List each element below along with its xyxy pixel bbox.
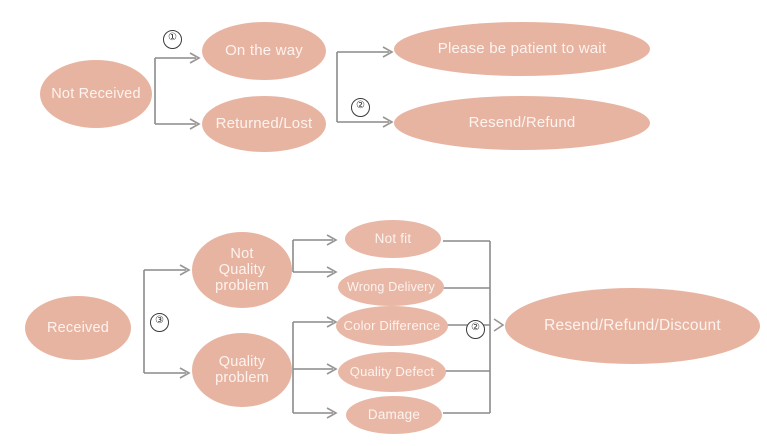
node-color-difference[interactable]: Color Difference [336,306,448,346]
top-arrow-returned-lost [189,118,201,130]
node-color-difference-label: Color Difference [343,317,441,333]
node-resend-refund[interactable]: Resend/Refund [394,96,650,150]
node-resend-refund-discount[interactable]: Resend/Refund/Discount [505,288,760,364]
node-on-the-way[interactable]: On the way [202,22,326,80]
arrow-wrong-delivery [326,266,338,278]
node-damage-label: Damage [367,407,421,423]
node-wrong-delivery-label: Wrong Delivery [346,280,435,294]
node-not-quality-problem[interactable]: Not Quality problem [192,232,292,308]
node-not-received-label: Not Received [51,85,141,102]
bottom-arrow-not-quality [179,264,191,276]
node-received-label: Received [46,319,110,336]
arrow-damage [326,407,338,419]
node-damage[interactable]: Damage [346,396,442,434]
node-please-be-patient-to-wait[interactable]: Please be patient to wait [394,22,650,76]
node-quality-defect[interactable]: Quality Defect [338,352,446,392]
node-not-quality-problem-label: Not Quality problem [215,245,269,295]
top-arrow-on-the-way [189,52,201,64]
node-quality-problem-label: Quality problem [215,353,269,386]
node-resend-refund-discount-label: Resend/Refund/Discount [544,317,721,335]
node-not-received[interactable]: Not Received [40,60,152,128]
arrow-final-outcome [493,318,505,332]
node-returned-lost[interactable]: Returned/Lost [202,96,326,152]
node-quality-defect-label: Quality Defect [349,363,435,379]
node-not-fit[interactable]: Not fit [345,220,441,258]
marker-one-circled: ① [163,30,182,49]
marker-one-circled-label: ① [168,32,177,43]
arrow-quality-defect [326,363,338,375]
node-quality-problem[interactable]: Quality problem [192,333,292,407]
node-not-fit-label: Not fit [374,231,412,247]
node-wrong-delivery[interactable]: Wrong Delivery [338,268,444,306]
node-resend-refund-label: Resend/Refund [468,113,576,131]
arrow-not-fit [326,234,338,246]
marker-two-circled-top: ② [351,98,370,117]
marker-three-circled-label: ③ [155,315,164,326]
node-on-the-way-label: On the way [225,41,303,59]
top-arrow-resend-refund [382,116,394,128]
node-returned-lost-label: Returned/Lost [215,114,313,132]
arrow-color-difference [326,316,338,328]
node-received[interactable]: Received [25,296,131,360]
marker-two-circled-bottom-label: ② [471,322,480,333]
marker-two-circled-bottom: ② [466,320,485,339]
marker-three-circled: ③ [150,313,169,332]
bottom-arrow-quality [179,367,191,379]
top-arrow-wait [382,46,394,58]
marker-two-circled-top-label: ② [356,100,365,111]
node-please-be-patient-to-wait-label: Please be patient to wait [437,39,607,57]
